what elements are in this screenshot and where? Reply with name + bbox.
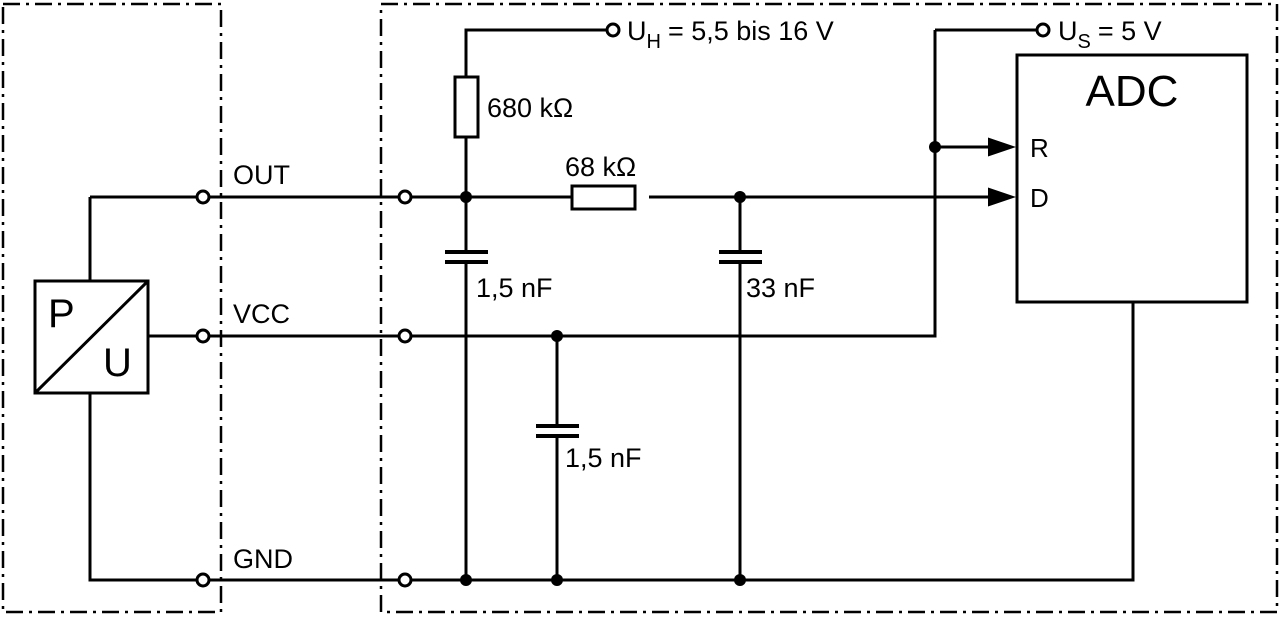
- sensor-diagonal: [33, 279, 150, 395]
- capacitor-mid-value: 33 nF: [746, 273, 815, 303]
- vcc-terminal-right: [397, 328, 413, 344]
- resistor-series-body: [570, 184, 637, 211]
- out-label: OUT: [233, 160, 290, 190]
- ecu-boundary-box: [379, 2, 1279, 614]
- capacitor-mid: 33 nF: [719, 250, 815, 303]
- us-supply-terminal: [1035, 22, 1051, 38]
- resistor-series: 68 kΩ: [565, 152, 637, 211]
- capacitor-out-value: 1,5 nF: [476, 273, 553, 303]
- adc-block: ADC R D: [988, 53, 1249, 304]
- capacitor-vcc-value: 1,5 nF: [565, 443, 642, 473]
- adc-pin-r-label: R: [1030, 133, 1049, 163]
- arrow-into-d-icon: [988, 187, 1016, 207]
- capacitor-vcc: 1,5 nF: [536, 424, 642, 473]
- capacitor-branch-wires: [464, 197, 742, 580]
- junction-dots: [460, 141, 941, 586]
- sensor-p-label: P: [48, 292, 75, 336]
- resistor-pullup-body: [453, 75, 480, 139]
- vcc-net-wires: [148, 28, 1037, 338]
- capacitor-out: 1,5 nF: [445, 250, 553, 303]
- adc-pin-d-label: D: [1030, 183, 1049, 213]
- us-supply-label: US= 5 V: [1058, 16, 1162, 53]
- gnd-terminal-left: [195, 572, 211, 588]
- vcc-label: VCC: [233, 299, 290, 329]
- out-terminal-left: [195, 189, 211, 205]
- uh-supply-label: UH= 5,5 bis 16 V: [627, 16, 834, 53]
- resistor-pullup-value: 680 kΩ: [487, 93, 573, 123]
- sensor-boundary-box: [1, 2, 223, 614]
- pressure-sensor-symbol: P U: [33, 279, 150, 395]
- gnd-terminal-right: [397, 572, 413, 588]
- out-terminal-right: [397, 189, 413, 205]
- resistor-pullup: 680 kΩ: [453, 75, 573, 139]
- pullup-branch-wires: [464, 28, 607, 197]
- adc-box: [1015, 53, 1249, 304]
- vcc-terminal-left: [195, 328, 211, 344]
- uh-supply-terminal: [605, 22, 621, 38]
- gnd-label: GND: [233, 544, 293, 574]
- connector-terminals: [195, 22, 1051, 588]
- arrow-into-r-icon: [988, 137, 1016, 157]
- out-net-wires: [88, 195, 989, 281]
- resistor-series-value: 68 kΩ: [565, 152, 636, 182]
- adc-label: ADC: [1086, 67, 1179, 116]
- sensor-u-label: U: [103, 341, 132, 385]
- gnd-net-wires: [88, 302, 1135, 582]
